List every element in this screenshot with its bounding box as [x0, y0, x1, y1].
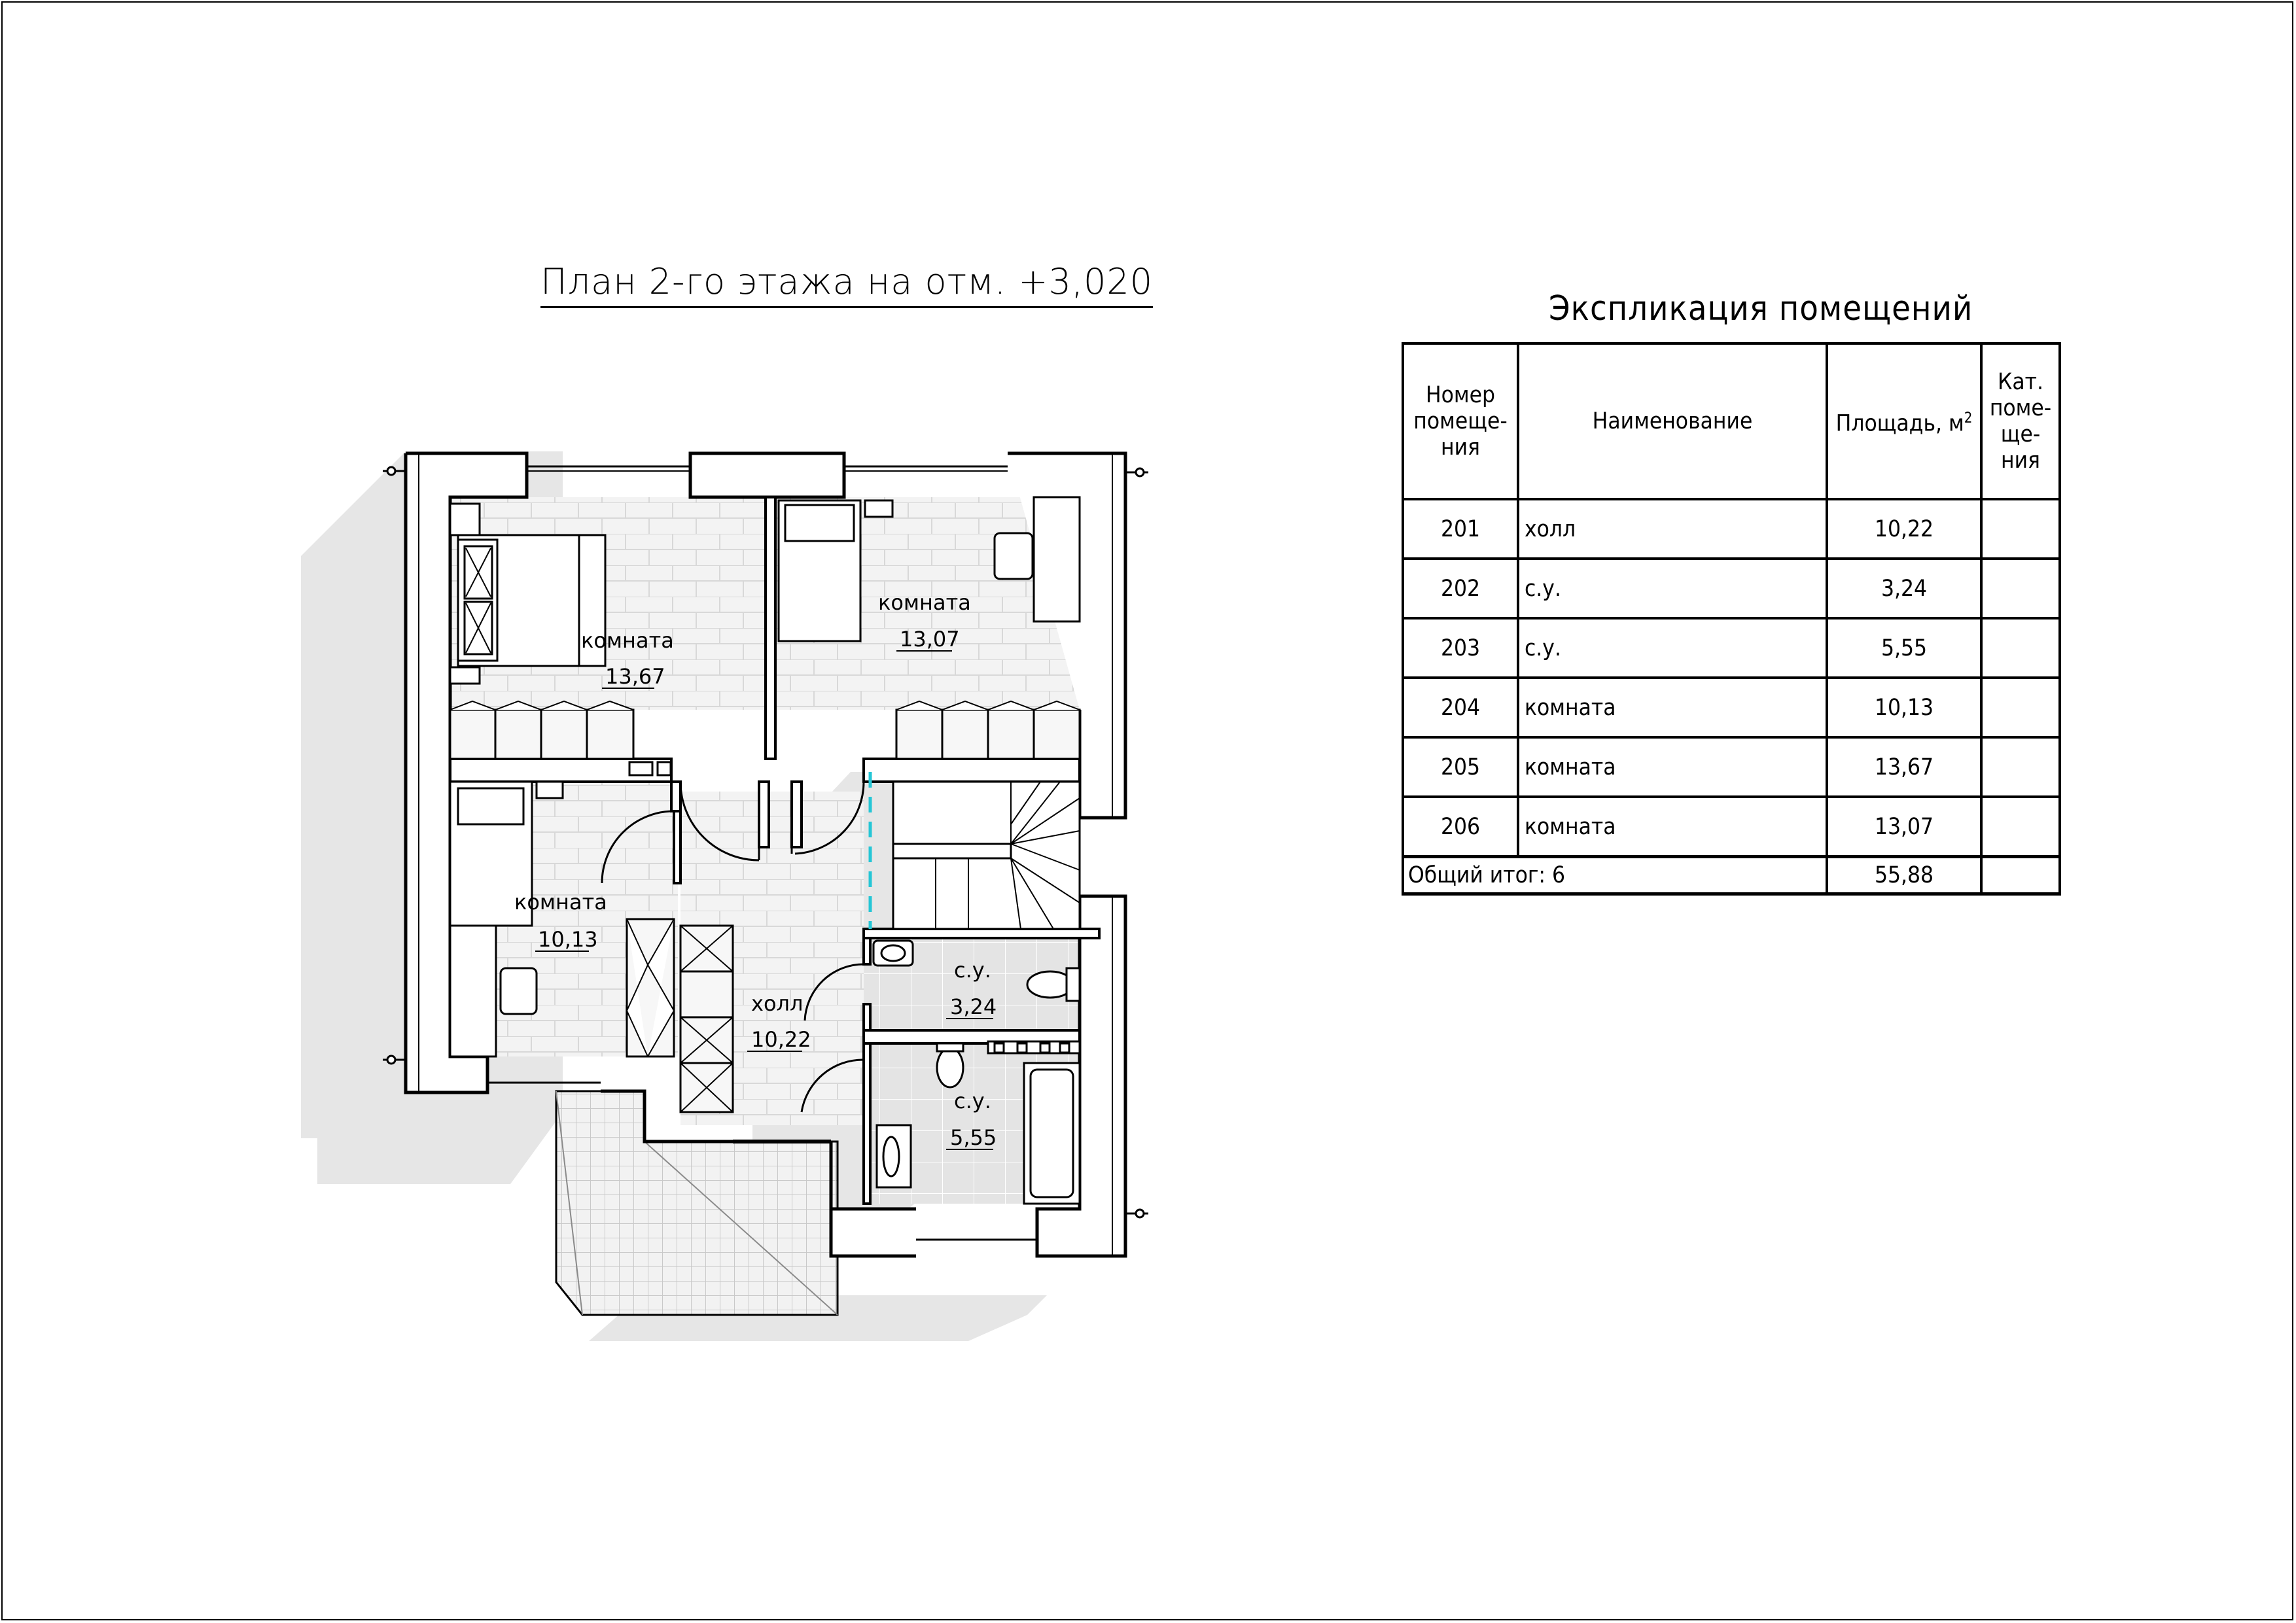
- cell-number: 201: [1402, 498, 1519, 560]
- header-name: Наименование: [1517, 342, 1828, 500]
- cell-area: 3,24: [1826, 557, 1983, 620]
- header-area-sup: 2: [1964, 410, 1973, 427]
- cell-area: 10,13: [1826, 676, 1983, 739]
- total-category: [1980, 855, 2061, 896]
- cell-name: холл: [1517, 498, 1828, 560]
- room-205-area: 13,67: [605, 664, 665, 689]
- header-category-line-4: ния: [2001, 447, 2040, 474]
- header-area: Площадь, м2: [1826, 342, 1983, 500]
- header-category-line-3: ще-: [2000, 421, 2041, 447]
- table-row: 205 комната 13,67: [1402, 736, 2061, 798]
- furniture-room-206: [777, 496, 1081, 760]
- cell-category: [1980, 676, 2061, 739]
- total-area: 55,88: [1826, 855, 1983, 896]
- explication-table: Номер помеще- ния Наименование Площадь, …: [1402, 342, 2061, 896]
- room-201-name: холл: [751, 991, 803, 1016]
- table-row: 206 комната 13,07: [1402, 795, 2061, 858]
- cell-category: [1980, 736, 2061, 798]
- room-206-name: комната: [878, 590, 971, 615]
- cell-area: 13,07: [1826, 795, 1983, 858]
- table-row: 201 холл 10,22: [1402, 498, 2061, 560]
- cell-name: комната: [1517, 676, 1828, 739]
- total-label: Общий итог: 6: [1402, 855, 1828, 896]
- table-total-row: Общий итог: 6 55,88: [1402, 855, 2061, 896]
- fixtures-room-202: [872, 939, 1081, 1002]
- header-category-line-2: поме-: [1989, 395, 2052, 421]
- room-206-area: 13,07: [900, 627, 960, 652]
- cell-name: с.у.: [1517, 617, 1828, 679]
- cell-area: 13,67: [1826, 736, 1983, 798]
- room-204-name: комната: [514, 890, 607, 915]
- cell-name: комната: [1517, 795, 1828, 858]
- room-202-area: 3,24: [950, 994, 997, 1019]
- cell-category: [1980, 795, 2061, 858]
- room-201-area: 10,22: [751, 1027, 811, 1052]
- cell-number: 202: [1402, 557, 1519, 620]
- table-row: 202 с.у. 3,24: [1402, 557, 2061, 620]
- room-204-area: 10,13: [538, 927, 598, 952]
- cell-area: 10,22: [1826, 498, 1983, 560]
- room-203-name: с.у.: [954, 1089, 991, 1113]
- room-205-name: комната: [581, 628, 674, 653]
- plan-title: План 2-го этажа на отм. +3,020: [540, 260, 1154, 308]
- header-category-line-1: Кат.: [1998, 369, 2043, 395]
- cell-number: 205: [1402, 736, 1519, 798]
- cell-category: [1980, 498, 2061, 560]
- furniture-room-205: [449, 502, 672, 777]
- doors: [601, 772, 872, 1113]
- header-number-line-3: ния: [1441, 434, 1480, 461]
- room-labels: комната 13,67 комната 13,07 комната 10,1…: [514, 590, 997, 1150]
- stairs: [892, 780, 1081, 930]
- cell-name: с.у.: [1517, 557, 1828, 620]
- fixtures-room-203: [875, 1040, 1081, 1205]
- room-202-name: с.у.: [954, 958, 991, 983]
- cell-number: 203: [1402, 617, 1519, 679]
- table-row: 204 комната 10,13: [1402, 676, 2061, 739]
- axis-markers: [383, 466, 1148, 1219]
- hall-wardrobe: [679, 924, 734, 1113]
- cell-number: 204: [1402, 676, 1519, 739]
- header-number: Номер помеще- ния: [1402, 342, 1519, 500]
- cell-name: комната: [1517, 736, 1828, 798]
- furniture-room-204: [449, 780, 675, 1058]
- header-number-line-1: Номер: [1425, 382, 1496, 408]
- cell-category: [1980, 557, 2061, 620]
- cell-category: [1980, 617, 2061, 679]
- header-category: Кат. поме- ще- ния: [1980, 342, 2061, 500]
- header-number-line-2: помеще-: [1413, 408, 1508, 434]
- cell-area: 5,55: [1826, 617, 1983, 679]
- room-203-area: 5,55: [950, 1125, 997, 1150]
- cell-number: 206: [1402, 795, 1519, 858]
- interior-walls: [449, 496, 1101, 1205]
- table-title: Экспликация помещений: [1549, 289, 1973, 328]
- table-row: 203 с.у. 5,55: [1402, 617, 2061, 679]
- table-header-row: Номер помеще- ния Наименование Площадь, …: [1402, 342, 2061, 500]
- header-area-text: Площадь, м: [1835, 410, 1964, 437]
